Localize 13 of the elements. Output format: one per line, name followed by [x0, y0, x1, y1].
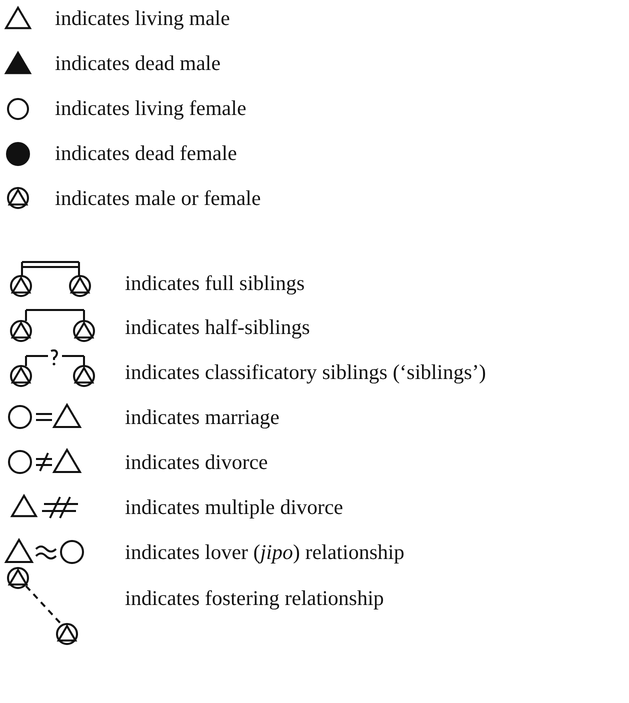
legend-label: indicates dead female — [55, 141, 237, 165]
legend-label: indicates lover (jipo) relationship — [125, 540, 404, 564]
legend-label: indicates half-siblings — [125, 315, 310, 339]
legend-label: indicates classificatory siblings (‘siblings’) — [125, 360, 486, 384]
legend-label: indicates male or female — [55, 186, 261, 210]
legend-label: indicates multiple divorce — [125, 495, 344, 519]
legend-label: indicates living male — [55, 6, 230, 30]
legend-label: indicates fostering relationship — [125, 586, 384, 610]
legend-label: indicates divorce — [125, 450, 268, 474]
legend-label: indicates dead male — [55, 51, 221, 75]
legend-label: indicates full siblings — [125, 271, 305, 295]
legend-label: indicates marriage — [125, 405, 280, 429]
legend-label: indicates living female — [55, 96, 246, 120]
